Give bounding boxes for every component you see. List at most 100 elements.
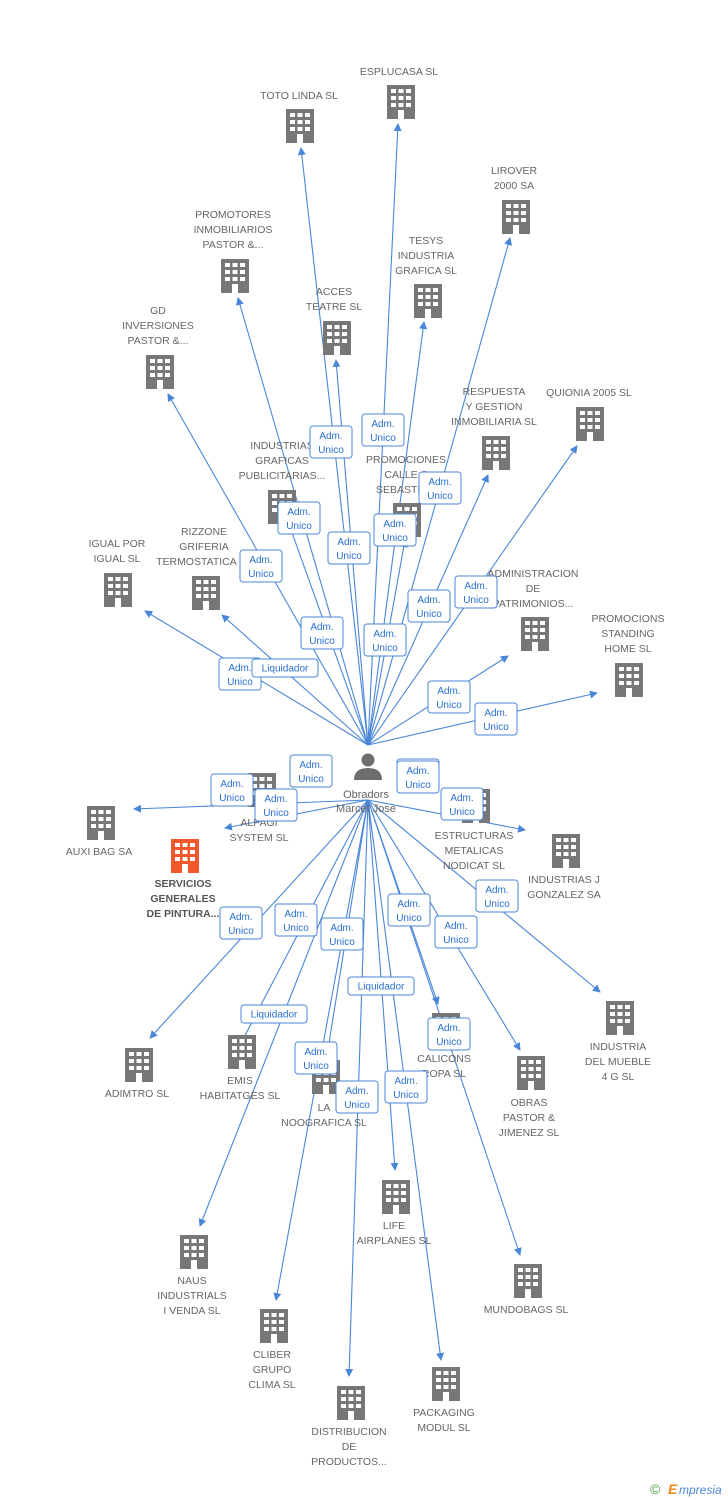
company-label: SYSTEM SL xyxy=(230,832,289,844)
building-icon xyxy=(514,1264,542,1298)
company-node-toto-linda[interactable]: TOTO LINDA SL xyxy=(260,90,338,143)
company-label: SERVICIOS xyxy=(155,878,212,890)
role-badge-adm-unico[interactable]: Adm.Unico xyxy=(363,623,407,657)
company-label: PACKAGING xyxy=(413,1407,475,1419)
company-label: INMOBILIARIOS xyxy=(194,224,273,236)
company-node-adimtro[interactable]: ADIMTRO SL xyxy=(105,1048,169,1100)
company-node-administracion-patrimonios[interactable]: ADMINISTRACIONDEPATRIMONIOS... xyxy=(487,568,579,651)
role-badge-adm-unico[interactable]: Adm.Unico xyxy=(373,513,417,547)
company-node-quionia[interactable]: QUIONIA 2005 SL xyxy=(546,387,632,441)
building-icon xyxy=(337,1386,365,1420)
role-badge-adm-unico[interactable]: Adm.Unico xyxy=(418,471,462,505)
role-badge-adm-unico[interactable]: Adm.Unico xyxy=(454,575,498,609)
company-node-mundobags[interactable]: MUNDOBAGS SL xyxy=(484,1264,569,1316)
company-label: MODUL SL xyxy=(417,1422,470,1434)
badge-label: Adm. xyxy=(406,766,429,777)
badge-label: Liquidador xyxy=(358,982,405,993)
company-label: GRIFERIA xyxy=(179,541,229,553)
role-badge-adm-unico[interactable]: Adm.Unico xyxy=(335,1080,379,1114)
role-badge-adm-unico[interactable]: Adm.Unico xyxy=(289,754,333,788)
role-badge-adm-unico[interactable]: Adm.Unico xyxy=(427,1017,471,1051)
company-node-auxi-bag[interactable]: AUXI BAG SA xyxy=(66,806,133,858)
role-badge-liquidador[interactable]: Liquidador xyxy=(240,1004,308,1024)
role-badge-adm-unico[interactable]: Adm.Unico xyxy=(277,501,321,535)
company-label: LA xyxy=(318,1102,331,1114)
company-label: ADIMTRO SL xyxy=(105,1088,169,1100)
role-badge-adm-unico[interactable]: Adm.Unico xyxy=(475,879,519,913)
badge-label: Adm. xyxy=(428,477,451,488)
badge-label: Adm. xyxy=(228,663,251,674)
role-badge-adm-unico[interactable]: Adm.Unico xyxy=(300,616,344,650)
badge-box xyxy=(454,575,498,609)
role-badge-adm-unico[interactable]: Adm.Unico xyxy=(387,893,431,927)
badge-label: Adm. xyxy=(464,581,487,592)
role-badge-adm-unico[interactable]: Adm.Unico xyxy=(361,413,405,447)
role-badge-adm-unico[interactable]: Adm.Unico xyxy=(274,903,318,937)
role-badge-adm-unico[interactable]: Adm.Unico xyxy=(239,549,283,583)
edges-layer xyxy=(133,123,601,1377)
building-icon xyxy=(171,839,199,873)
company-label: DE xyxy=(526,583,541,595)
building-icon xyxy=(323,321,351,355)
company-label: TEATRE SL xyxy=(306,301,363,313)
role-badge-adm-unico[interactable]: Adm.Unico xyxy=(219,906,263,940)
company-label: 2000 SA xyxy=(494,180,534,192)
role-badge-adm-unico[interactable]: Adm.Unico xyxy=(396,760,440,794)
role-badge-adm-unico[interactable]: Adm.Unico xyxy=(254,788,298,822)
role-badge-adm-unico[interactable]: Adm.Unico xyxy=(327,531,371,565)
role-badge-adm-unico[interactable]: Adm.Unico xyxy=(474,702,518,736)
company-node-esplucasa[interactable]: ESPLUCASA SL xyxy=(360,66,438,119)
badge-label: Unico xyxy=(382,533,408,544)
role-badge-adm-unico[interactable]: Adm.Unico xyxy=(384,1070,428,1104)
badge-label: Unico xyxy=(248,569,274,580)
role-badge-adm-unico[interactable]: Adm.Unico xyxy=(218,657,262,691)
company-label: ROPA SL xyxy=(422,1068,466,1080)
badge-label: Adm. xyxy=(304,1047,327,1058)
company-node-packaging-modul[interactable]: PACKAGING MODUL SL xyxy=(413,1367,475,1434)
role-badge-adm-unico[interactable]: Adm.Unico xyxy=(210,773,254,807)
company-label: GENERALES xyxy=(150,893,215,905)
badge-label: Adm. xyxy=(345,1086,368,1097)
building-icon xyxy=(87,806,115,840)
building-icon xyxy=(432,1367,460,1401)
badge-label: Adm. xyxy=(437,1023,460,1034)
role-badge-liquidador[interactable]: Liquidador xyxy=(251,658,319,678)
role-badge-adm-unico[interactable]: Adm.Unico xyxy=(440,787,484,821)
role-badge-adm-unico[interactable]: Adm.Unico xyxy=(407,589,451,623)
role-badge-adm-unico[interactable]: Adm.Unico xyxy=(434,915,478,949)
role-badge-adm-unico[interactable]: Adm.Unico xyxy=(294,1041,338,1075)
role-badge-adm-unico[interactable]: Adm.Unico xyxy=(309,425,353,459)
badge-label: Unico xyxy=(286,521,312,532)
building-icon xyxy=(104,573,132,607)
company-node-distribucion-productos[interactable]: DISTRIBUCIONDEPRODUCTOS... xyxy=(311,1386,387,1468)
role-badge-adm-unico[interactable]: Adm.Unico xyxy=(427,680,471,714)
badge-box xyxy=(474,702,518,736)
company-node-industrias-graficas[interactable]: INDUSTRIASGRAFICASPUBLICITARIAS... xyxy=(239,440,326,524)
company-label: DISTRIBUCION xyxy=(311,1426,386,1438)
role-badge-liquidador[interactable]: Liquidador xyxy=(347,976,415,996)
badge-box xyxy=(210,773,254,807)
role-badge-adm-unico[interactable]: Adm.Unico xyxy=(320,917,364,951)
